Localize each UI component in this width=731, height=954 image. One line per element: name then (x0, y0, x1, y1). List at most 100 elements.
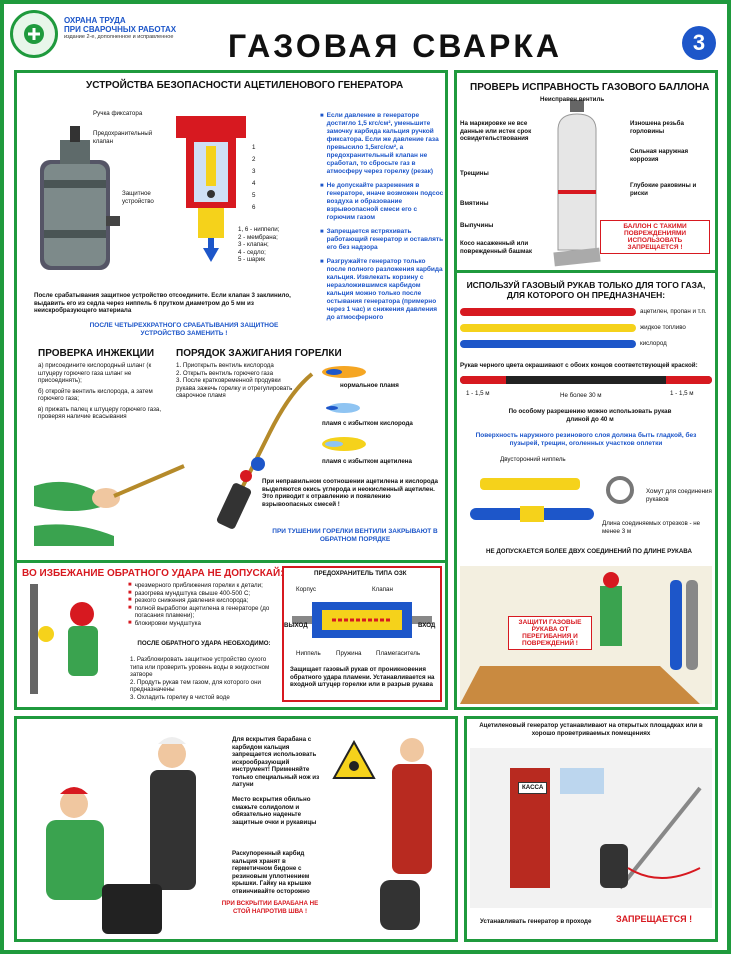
cyl-label-valve: Неисправен вентиль (540, 96, 605, 103)
backfire-item: резкого снижения давления кислорода; (128, 597, 280, 605)
hose-black-end (460, 376, 506, 384)
hose-type: жидкое топливо (640, 324, 686, 331)
gen-bullet: Если давление в генераторе достигло 1,5 … (320, 112, 444, 176)
dim-end: 1 - 1,5 м (670, 390, 694, 397)
ozk-label-body: Корпус (296, 586, 316, 593)
injection-list: а) присоедините кислородный шланг (к шту… (38, 362, 166, 421)
backfire-after-list: 1. Разблокировать защитное устройство су… (130, 656, 280, 701)
cyl-label-pits: Глубокие раковины и риски (630, 182, 697, 197)
cyl-label-bulges: Выпучины (460, 222, 494, 229)
ignition-list: 1. Приоткрыть вентиль кислорода 2. Откры… (176, 362, 300, 400)
ozk-label-out: ВЫХОД (284, 622, 308, 629)
divider (454, 270, 718, 273)
flame-oxygen: пламя с избытком кислорода (322, 420, 413, 427)
logo (10, 10, 58, 58)
label-handle: Ручка фиксатора (93, 110, 143, 117)
hose-type: кислород (640, 340, 667, 347)
ignition-item: 2. Открыть вентиль горючего газа (176, 369, 274, 377)
injection-item: б) откройте вентиль кислорода, а затем г… (38, 387, 153, 403)
cyl-label-thread: Изношена резьба горловины (630, 120, 684, 135)
drum-warn: ПРИ ВСКРЫТИИ БАРАБАНА НЕ СТОЙ НАПРОТИВ Ш… (221, 900, 319, 915)
label-protect: Защитное устройство (122, 190, 154, 205)
flames-illustration (322, 366, 366, 451)
part-item: 3 - клапан; (238, 241, 269, 248)
part-item: 1, 6 - ниппели; (238, 226, 280, 233)
generator-illustration (40, 126, 120, 270)
flame-normal: нормальное пламя (340, 382, 399, 389)
ignition-item: 3. После кратковременной продувки рукава… (176, 377, 293, 399)
black-hose-note: Рукав черного цвета окрашивают с обоих к… (460, 362, 698, 369)
hoses-heading: ИСПОЛЬЗУЙ ГАЗОВЫЙ РУКАВ ТОЛЬКО ДЛЯ ТОГО … (466, 280, 706, 300)
divider (14, 560, 448, 563)
max-joints: НЕ ДОПУСКАЕТСЯ БОЛЕЕ ДВУХ СОЕДИНЕНИЙ ПО … (486, 548, 692, 555)
cylinder-warning: БАЛЛОН С ТАКИМИ ПОВРЕЖДЕНИЯМИ ИСПОЛЬЗОВА… (600, 220, 710, 254)
dim-end: 1 - 1,5 м (466, 390, 490, 397)
gen-bullet: Запрещается встряхивать работающий генер… (320, 228, 444, 252)
backfire-item: разогрева мундштука свыше 400-500 С; (128, 590, 280, 598)
flame-acetylene: пламя с избытком ацетилена (322, 458, 412, 465)
poster-number: 3 (682, 26, 716, 60)
dim-mid: Не более 30 м (560, 392, 602, 399)
page-title: ГАЗОВАЯ СВАРКА (228, 28, 562, 64)
hose-black (460, 376, 712, 384)
drum-p3: Раскупоренный карбид кальция хранят в ге… (232, 850, 312, 895)
hose-blue (460, 340, 636, 348)
generator-note-blue: ПОСЛЕ ЧЕТЫРЕХКРАТНОГО СРАБАТЫВАНИЯ ЗАЩИТ… (89, 322, 279, 337)
backfire-item: чрезмерного приближения горелки к детали… (128, 582, 280, 590)
part-item: 4 - седло; (238, 248, 266, 256)
logo-icon (24, 24, 44, 44)
hose-type: ацетилен, пропан и т.п. (640, 308, 707, 315)
backfire-item: полной выработки ацетилена в генераторе … (128, 605, 280, 620)
backfire-after-heading: ПОСЛЕ ОБРАТНОГО УДАРА НЕОБХОДИМО: (137, 640, 271, 647)
hose-yellow (460, 324, 636, 332)
cyl-label-marking: На маркировке не все данные или истек ср… (460, 120, 532, 142)
injection-item: а) присоедините кислородный шланг (к шту… (38, 362, 152, 384)
series-line2: ПРИ СВАРОЧНЫХ РАБОТАХ (64, 25, 177, 34)
protect-badge: ЗАЩИТИ ГАЗОВЫЕ РУКАВА ОТ ПЕРЕГИБАНИЯ И П… (508, 616, 592, 650)
backfire-item: блокировки мундштука (128, 620, 280, 628)
after-item: 2. Продуть рукав тем газом, для которого… (130, 678, 261, 694)
valve-cross-section (176, 116, 246, 262)
length-label: Длина соединяемых отрезков - не менее 3 … (602, 520, 701, 535)
backfire-list: чрезмерного приближения горелки к детали… (128, 582, 280, 627)
cyl-label-corrosion: Сильная наружная коррозия (630, 148, 689, 163)
special-permit: По особому разрешению можно использовать… (508, 408, 672, 423)
cylinder-heading: ПРОВЕРЬ ИСПРАВНОСТЬ ГАЗОВОГО БАЛЛОНА (470, 82, 710, 93)
ignition-note-blue: ПРИ ТУШЕНИИ ГОРЕЛКИ ВЕНТИЛИ ЗАКРЫВАЮТ В … (272, 528, 438, 543)
injection-item: в) прижать палец к штуцеру горючего газа… (38, 405, 162, 421)
hose-black-end (666, 376, 712, 384)
ozk-label-flame: Пламегаситель (376, 650, 421, 657)
surface-note: Поверхность наружного резинового слоя до… (475, 432, 697, 447)
cyl-label-cracks: Трещины (460, 170, 489, 177)
welder-illustration (30, 584, 98, 694)
series-block: ОХРАНА ТРУДА ПРИ СВАРОЧНЫХ РАБОТАХ издан… (64, 16, 194, 40)
hose-red (460, 308, 636, 316)
ignition-heading: ПОРЯДОК ЗАЖИГАНИЯ ГОРЕЛКИ (176, 348, 342, 359)
ozk-label-valve: Клапан (372, 586, 393, 593)
backfire-heading: ВО ИЗБЕЖАНИЕ ОБРАТНОГО УДАРА НЕ ДОПУСКАЙ… (22, 568, 284, 579)
drum-p1: Для вскрытия барабана с карбидом кальция… (232, 736, 320, 788)
part-item: 5 - шарик (238, 256, 265, 263)
ozk-heading: ПРЕДОХРАНИТЕЛЬ ТИПА ОЗК (314, 570, 407, 577)
ignition-note: При неправильном соотношении ацетилена и… (262, 478, 438, 508)
nipple-label: Двусторонний ниппель (500, 456, 566, 463)
generator-note: После срабатывания защитное устройство о… (34, 292, 291, 314)
placement-heading: Ацетиленовый генератор устанавливают на … (479, 722, 703, 737)
door-sign: КАССА (518, 782, 548, 794)
cyl-label-shoe: Косо насаженный или поврежденный башмак (460, 240, 532, 255)
clamp-icon (606, 476, 634, 504)
after-item: 1. Разблокировать защитное устройство су… (130, 656, 270, 678)
ozk-label-spring: Пружина (336, 650, 362, 657)
ozk-box (282, 566, 442, 702)
nipple-illustration (470, 478, 594, 522)
part-item: 2 - мембрана; (238, 233, 278, 241)
workers-illustration (46, 737, 196, 934)
cylinder-illustration (553, 100, 601, 267)
generator-bullets: Если давление в генераторе достигло 1,5 … (320, 112, 444, 322)
clamp-label: Хомут для соединения рукавов (646, 488, 712, 503)
after-item: 3. Охладить горелку в чистой воде (130, 693, 230, 701)
ozk-note: Защищает газовый рукав от проникновения … (290, 666, 435, 688)
gen-bullet: Разгружайте генератор только после полно… (320, 258, 444, 322)
edition: издание 2-е, дополненное и исправленное (64, 34, 174, 40)
